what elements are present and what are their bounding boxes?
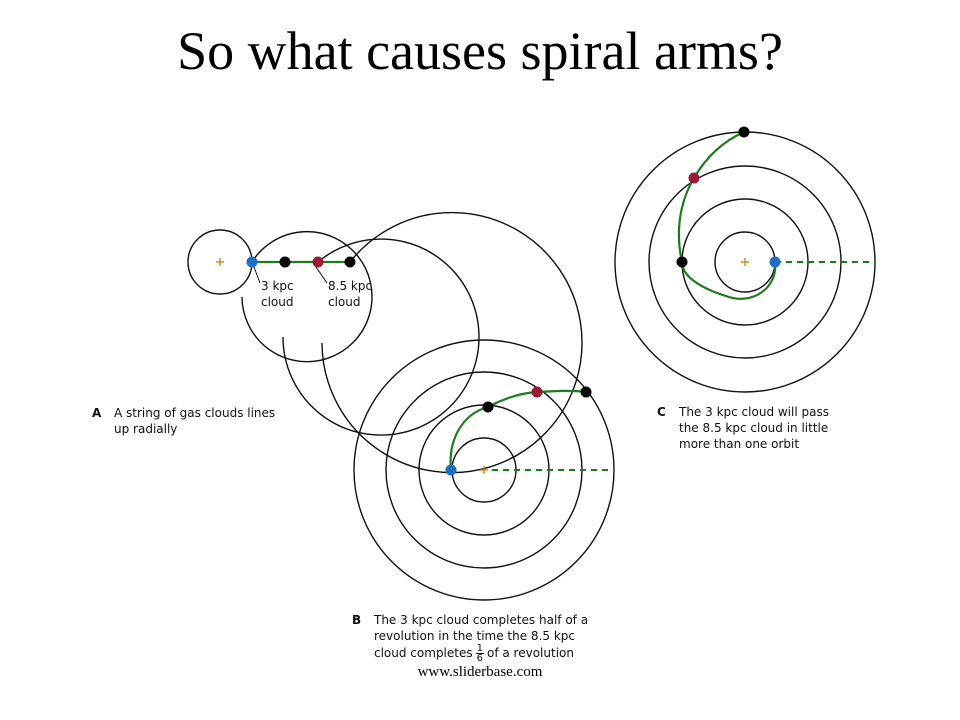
- caption-b-line1: The 3 kpc cloud completes half of a: [374, 613, 589, 627]
- caption-b: B The 3 kpc cloud completes half of a re…: [352, 612, 612, 668]
- orbit-ring-open: [321, 211, 583, 474]
- cloud-3kpc: [246, 256, 258, 268]
- caption-c-letter: C: [657, 405, 666, 419]
- panel-b-diagram: [353, 339, 615, 601]
- footer-url: www.sliderbase.com: [417, 664, 543, 680]
- caption-a: A A string of gas clouds lines up radial…: [92, 405, 312, 445]
- orbit-ring: [353, 339, 615, 601]
- cloud-black: [482, 401, 494, 413]
- center-marker-c: [741, 258, 749, 266]
- caption-b-letter: B: [352, 613, 362, 627]
- cloud-black: [580, 386, 592, 398]
- label-8-5kpc-line1: 8.5 kpc: [328, 279, 372, 293]
- label-3kpc-line1: 3 kpc: [261, 279, 294, 293]
- panel-a-orbits: [187, 211, 583, 474]
- fraction-numerator: 1: [475, 643, 484, 654]
- cloud-black: [344, 256, 356, 268]
- caption-a-line2: up radially: [114, 422, 178, 436]
- cloud-black: [676, 256, 688, 268]
- slide-title: So what causes spiral arms?: [177, 21, 783, 81]
- orbit-ring-open: [241, 230, 373, 363]
- caption-a-text: A string of gas clouds lines up radially: [114, 405, 275, 437]
- caption-a-letter: A: [92, 406, 102, 420]
- caption-b-line3-end: of a revolution: [487, 646, 574, 660]
- orbit-ring-open: [282, 238, 480, 436]
- cloud-3kpc: [445, 464, 457, 476]
- caption-c-text: The 3 kpc cloud will pass the 8.5 kpc cl…: [679, 404, 829, 452]
- label-leader-8-5kpc: [315, 266, 328, 284]
- caption-b-line3-start: cloud completes: [374, 646, 473, 660]
- center-marker-b: [480, 466, 488, 474]
- caption-c-line1: The 3 kpc cloud will pass: [679, 405, 829, 419]
- caption-c-line2: the 8.5 kpc cloud in little: [679, 421, 829, 435]
- caption-c: C The 3 kpc cloud will pass the 8.5 kpc …: [657, 404, 877, 456]
- center-marker-a: [216, 258, 224, 266]
- panel-a-diagram: 3 kpc cloud 8.5 kpc cloud: [187, 211, 583, 474]
- cloud-8-5kpc: [531, 386, 543, 398]
- label-leader-3kpc: [253, 266, 261, 284]
- spiral-arm-curve: [449, 389, 587, 471]
- caption-c-line3: more than one orbit: [679, 437, 800, 451]
- caption-b-text: The 3 kpc cloud completes half of a revo…: [374, 612, 589, 664]
- cloud-3kpc: [769, 256, 781, 268]
- caption-b-line2: revolution in the time the 8.5 kpc: [374, 629, 575, 643]
- cloud-8-5kpc: [688, 172, 700, 184]
- label-3kpc-line2: cloud: [261, 295, 294, 309]
- cloud-8-5kpc: [312, 256, 324, 268]
- cloud-black: [738, 126, 750, 138]
- spiral-arm-curve: [677, 130, 777, 300]
- panel-c-diagram: [614, 126, 876, 393]
- fraction-denominator: 6: [476, 653, 483, 664]
- caption-a-line1: A string of gas clouds lines: [114, 406, 276, 420]
- cloud-black: [279, 256, 291, 268]
- label-8-5kpc-line2: cloud: [328, 295, 361, 309]
